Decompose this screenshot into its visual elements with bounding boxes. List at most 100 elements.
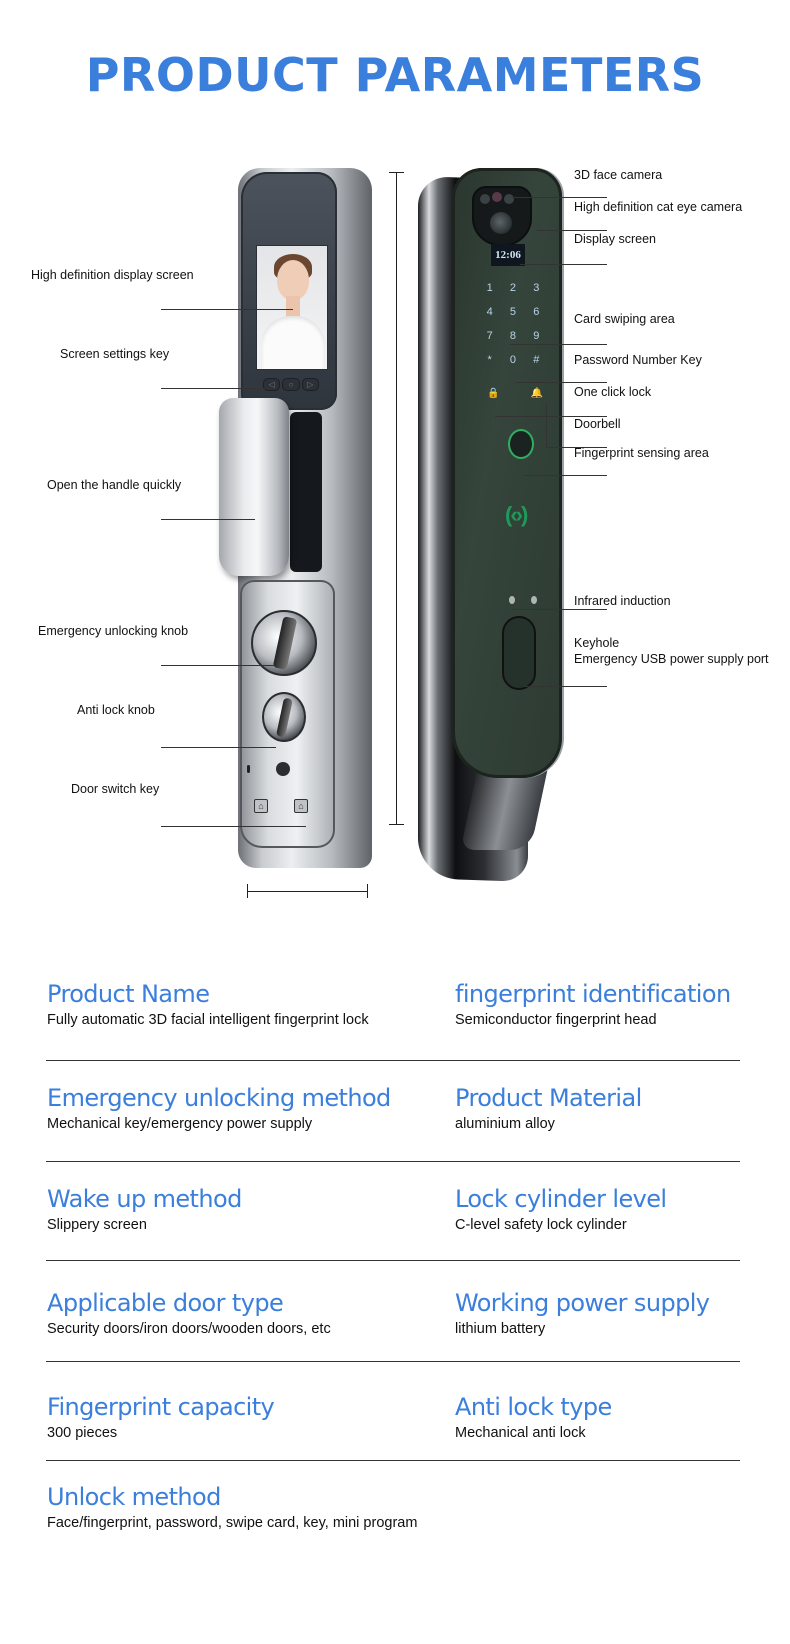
spec-label: Unlock method [47,1483,221,1511]
screen-settings-keys: ◁ ○ ▷ [263,378,319,391]
callout-keyhole: Keyhole [574,636,620,650]
width-dimension-cap-right [367,884,368,898]
leader-line [520,264,607,265]
spec-item: Applicable door type Security doors/iron… [47,1288,331,1337]
row-divider [46,1060,740,1061]
spec-item: Unlock method Face/fingerprint, password… [47,1482,417,1531]
spec-label: Fingerprint capacity [47,1393,275,1421]
emergency-knob-icon [251,610,317,676]
leader-line [495,416,607,417]
spec-value: lithium battery [455,1321,546,1337]
page-title: PRODUCT PARAMETERS [85,48,705,102]
leader-line [524,686,607,687]
leader-line [512,197,607,198]
spec-item: Lock cylinder level C-level safety lock … [455,1184,667,1233]
height-dimension-line [396,172,397,824]
anti-lock-knob-icon [262,692,306,742]
row-divider [46,1460,740,1461]
spec-label: Product Material [455,1084,642,1112]
callout-open-handle-quickly: Open the handle quickly [47,478,182,492]
spec-item: Emergency unlocking method Mechanical ke… [47,1083,391,1132]
spec-label: Anti lock type [455,1393,612,1421]
bell-icon: 🔔 [530,388,543,399]
portrait-neck [286,296,300,318]
callout-hd-display-screen: High definition display screen [31,268,194,282]
leader-line [161,519,255,520]
spec-item: Anti lock type Mechanical anti lock [455,1392,612,1441]
home-circle-icon: ○ [282,378,300,391]
display-screen-time: 12:06 [491,244,525,266]
left-arrow-icon: ◁ [263,378,281,391]
keypad-key: 4 [486,306,493,318]
keypad-key: 0 [509,354,517,366]
leader-line [546,403,547,448]
leader-line [512,609,607,610]
spec-value: Mechanical anti lock [455,1425,586,1441]
sensor-hole [276,762,290,776]
callout-anti-lock-knob: Anti lock knob [77,703,155,717]
spec-label: Emergency unlocking method [47,1084,391,1112]
width-dimension-cap-left [247,884,248,898]
leader-line [510,344,607,345]
keypad-function-icons: 🔒 🔔 [487,388,543,399]
spec-value: Semiconductor fingerprint head [455,1012,657,1028]
row-divider [46,1361,740,1362]
spec-item: Product Name Fully automatic 3D facial i… [47,979,369,1028]
leader-line [161,747,276,748]
keypad-key: 9 [533,330,540,342]
width-dimension-line [247,891,367,892]
leader-line [161,826,306,827]
keypad-key: 2 [509,282,517,294]
keypad-key: * [487,354,492,366]
callout-password-number-key: Password Number Key [574,353,702,367]
spec-item: Working power supply lithium battery [455,1288,710,1337]
keypad-key: 6 [533,306,540,318]
indicator-led [247,765,250,773]
portrait-face [277,260,309,300]
spec-value: aluminium alloy [455,1116,555,1132]
callout-one-click-lock: One click lock [574,385,652,399]
callout-cat-eye-camera: High definition cat eye camera [574,200,743,214]
leader-line [161,388,271,389]
keypad-key: 3 [533,282,540,294]
infrared-sensor-icon [531,596,537,604]
callout-3d-face-camera: 3D face camera [574,168,663,182]
door-lock-switch-icon: ⌂ [294,799,308,813]
spec-label: Working power supply [455,1289,710,1317]
spec-value: Mechanical key/emergency power supply [47,1116,313,1132]
face-camera-sensor-icon [492,192,502,202]
face-camera-sensor-icon [480,194,490,204]
front-handle [219,398,289,576]
face-camera-sensor-icon [504,194,514,204]
spec-value: 300 pieces [47,1425,118,1441]
keypad-key: 1 [486,282,493,294]
callout-door-switch-key: Door switch key [71,782,160,796]
spec-value: C-level safety lock cylinder [455,1217,627,1233]
callout-display-screen: Display screen [574,232,656,246]
callout-doorbell: Doorbell [574,417,621,431]
password-keypad: 1 2 3 4 5 6 7 8 9 * 0 # [478,282,548,366]
spec-label: Applicable door type [47,1289,284,1317]
handle-slot [290,412,322,572]
leader-line [161,665,276,666]
row-divider [46,1161,740,1162]
spec-value: Slippery screen [47,1217,147,1233]
leader-line [516,382,607,383]
infrared-sensor-icon [509,596,515,604]
callout-card-swiping-area: Card swiping area [574,312,675,326]
callout-emergency-unlocking-knob: Emergency unlocking knob [38,624,189,638]
spec-item: fingerprint identification Semiconductor… [455,979,731,1028]
product-diagram: ◁ ○ ▷ ⌂ ⌂ 12:06 1 2 3 4 5 6 7 8 9 * 0 # … [0,150,790,910]
cat-eye-camera-lens-icon [490,212,512,234]
spec-label: Lock cylinder level [455,1185,667,1213]
spec-label: fingerprint identification [455,980,731,1008]
leader-line [161,309,293,310]
keyhole-cover [502,616,536,690]
spec-value: Security doors/iron doors/wooden doors, … [47,1321,331,1337]
spec-value: Face/fingerprint, password, swipe card, … [47,1515,418,1531]
callout-screen-settings-key: Screen settings key [60,347,170,361]
height-dimension-cap-top [389,172,404,173]
callout-infrared-induction: Infrared induction [574,594,671,608]
card-swipe-wave-icon: (‹›) [505,502,528,527]
row-divider [46,1260,740,1261]
